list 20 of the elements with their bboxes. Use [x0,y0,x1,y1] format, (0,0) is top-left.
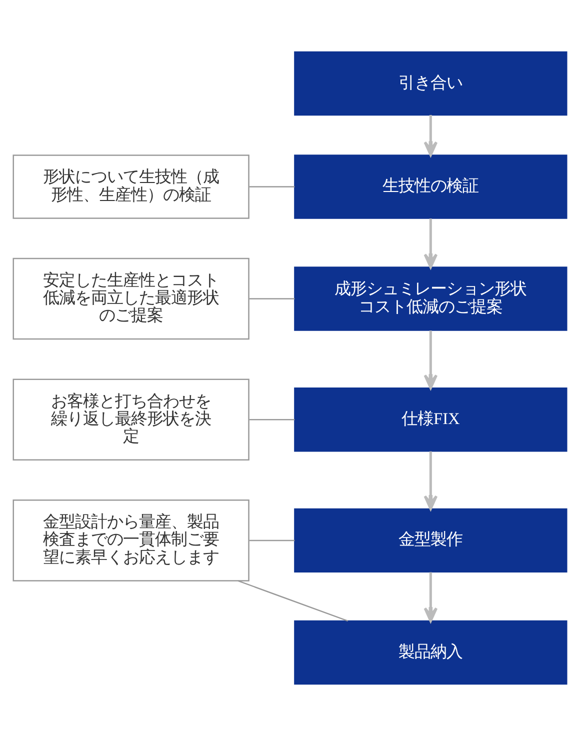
node-box: 形状について生技性（成形性、生産性）の検証 [12,154,250,218]
node-box: 金型製作 [294,508,568,572]
connector [249,186,295,187]
node-box: お客様と打ち合わせを繰り返し最終形状を決定 [12,378,250,460]
arrow [424,450,438,510]
arrow [424,218,438,268]
node-box: 成形シュミレーション形状コスト低減のご提案 [294,266,568,330]
connector [238,580,348,622]
connector [249,298,295,299]
node-box: 引き合い [294,50,568,116]
node-box: 仕様FIX [294,387,568,452]
connector [249,418,295,420]
arrow [424,114,438,156]
node-box: 金型設計から量産、製品検査までの一貫体制ご要望に素早くお応えします [12,499,250,581]
arrow [424,572,438,622]
node-box: 安定した生産性とコスト低減を両立した最適形状のご提案 [12,257,250,340]
node-box: 製品納入 [294,620,568,684]
arrow [424,330,438,389]
node-box: 生技性の検証 [294,154,568,218]
connector [249,539,295,541]
